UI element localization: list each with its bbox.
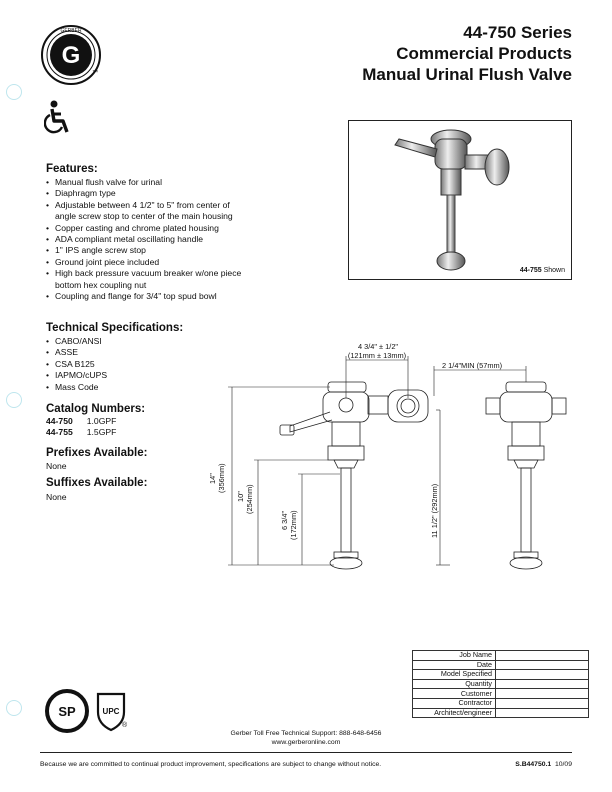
list-item: CABO/ANSI [46,336,107,348]
table-row: Quantity [412,678,589,690]
dim-height-total: 14" [208,473,217,484]
job-value-field[interactable] [495,650,589,661]
catalog-table: 44-750 1.0GPF 44-755 1.5GPF [46,416,130,438]
job-value-field[interactable] [495,688,589,699]
features-heading: Features: [46,163,98,175]
dim-top-width-mm: (121mm ± 13mm) [347,351,407,360]
list-item: Adjustable between 4 1/2" to 5" from cen… [46,200,245,223]
registered-mark: ® [122,722,128,729]
suffixes-heading: Suffixes Available: [46,477,148,489]
footer-support: Gerber Toll Free Technical Support: 888-… [230,730,382,737]
title-product: Manual Urinal Flush Valve [362,65,572,84]
job-value-field[interactable] [495,707,589,719]
job-label: Job Name [412,650,496,661]
prefixes-value: None [46,461,67,471]
list-item: ADA compliant metal oscillating handle [46,234,276,246]
binder-hole [6,84,22,100]
job-label: Date [412,659,496,671]
table-row: Contractor [412,697,589,709]
dim-height-1112: 11 1/2" (292mm) [430,483,439,538]
list-item: Ground joint piece included [46,257,276,269]
job-value-field[interactable] [495,659,589,671]
upc-logo: UPC [94,690,128,737]
dim-top-width: 4 3/4" ± 1/2" [357,342,399,351]
catalog-model: 44-755 [46,427,73,437]
binder-hole [6,700,22,716]
table-row: 44-755 1.5GPF [46,427,130,438]
product-photo-illustration [394,129,510,271]
list-item: 1" IPS angle screw stop [46,245,276,257]
list-item: IAPMO/cUPS [46,370,107,382]
logo-tm: ™ [92,70,98,76]
dim-side-min: 2 1/4"MIN (57mm) [442,361,503,370]
catalog-heading: Catalog Numbers: [46,403,146,415]
list-item: Copper casting and chrome plated housing [46,223,276,235]
prefixes-heading: Prefixes Available: [46,447,148,459]
footer-disclaimer: Because we are committed to continual pr… [40,761,382,768]
job-label: Model Specified [412,669,496,680]
table-row: Model Specified [412,669,589,680]
list-item: CSA B125 [46,359,107,371]
title-category: Commercial Products [396,44,572,63]
table-row: Architect/engineer [412,707,589,719]
tech-specs-list: CABO/ANSI ASSE CSA B125 IAPMO/cUPS Mass … [46,336,107,393]
product-photo-box: 44-755 Shown [348,120,572,280]
job-value-field[interactable] [495,669,589,680]
table-row: Job Name [412,650,589,661]
list-item: ASSE [46,347,107,359]
dim-height-634: 6 3/4" [280,510,289,530]
list-item: Mass Code [46,382,107,394]
job-value-field[interactable] [495,678,589,690]
table-row: Date [412,659,589,671]
job-label: Customer [412,688,496,699]
list-item: Coupling and flange for 3/4" top spud bo… [46,291,276,303]
job-label: Quantity [412,678,496,690]
tech-specs-heading: Technical Specifications: [46,322,184,334]
job-label: Architect/engineer [412,707,496,719]
footer-website[interactable]: www.gerberonline.com [271,739,341,746]
upc-text: UPC [103,707,120,716]
wheelchair-icon [43,100,74,141]
catalog-model: 44-750 [46,416,73,426]
dim-height-total-mm: (356mm) [217,463,226,493]
job-label: Contractor [412,697,496,709]
catalog-gpf: 1.5GPF [86,427,117,437]
features-list: Manual flush valve for urinal Diaphragm … [46,177,276,303]
csa-mark-text: SP [58,704,76,719]
catalog-gpf: 1.0GPF [86,416,117,426]
gerber-logo: G GERBER [40,24,102,86]
footer-divider [40,752,572,753]
logo-ring-top: GERBER [60,28,82,34]
list-item: High back pressure vacuum breaker w/one … [46,268,255,291]
list-item: Diaphragm type [46,188,276,200]
suffixes-value: None [46,492,67,502]
gerber-logo-mark: G GERBER [41,25,101,85]
table-row: 44-750 1.0GPF [46,416,130,427]
photo-caption: 44-755 Shown [519,267,565,274]
job-value-field[interactable] [495,697,589,709]
footer-doc-id: S.B44750.1 10/09 [515,761,572,768]
logo-letter: G [62,42,81,69]
dim-height-634-mm: (172mm) [289,510,298,540]
title-series: 44-750 Series [463,23,572,42]
job-info-table: Job Name Date Model Specified Quantity C… [412,650,589,719]
dim-height-10: 10" [236,491,245,502]
list-item: Manual flush valve for urinal [46,177,276,189]
dim-height-10-mm: (254mm) [245,484,254,514]
csa-logo: SP [44,688,90,739]
table-row: Customer [412,688,589,699]
binder-hole [6,392,22,408]
